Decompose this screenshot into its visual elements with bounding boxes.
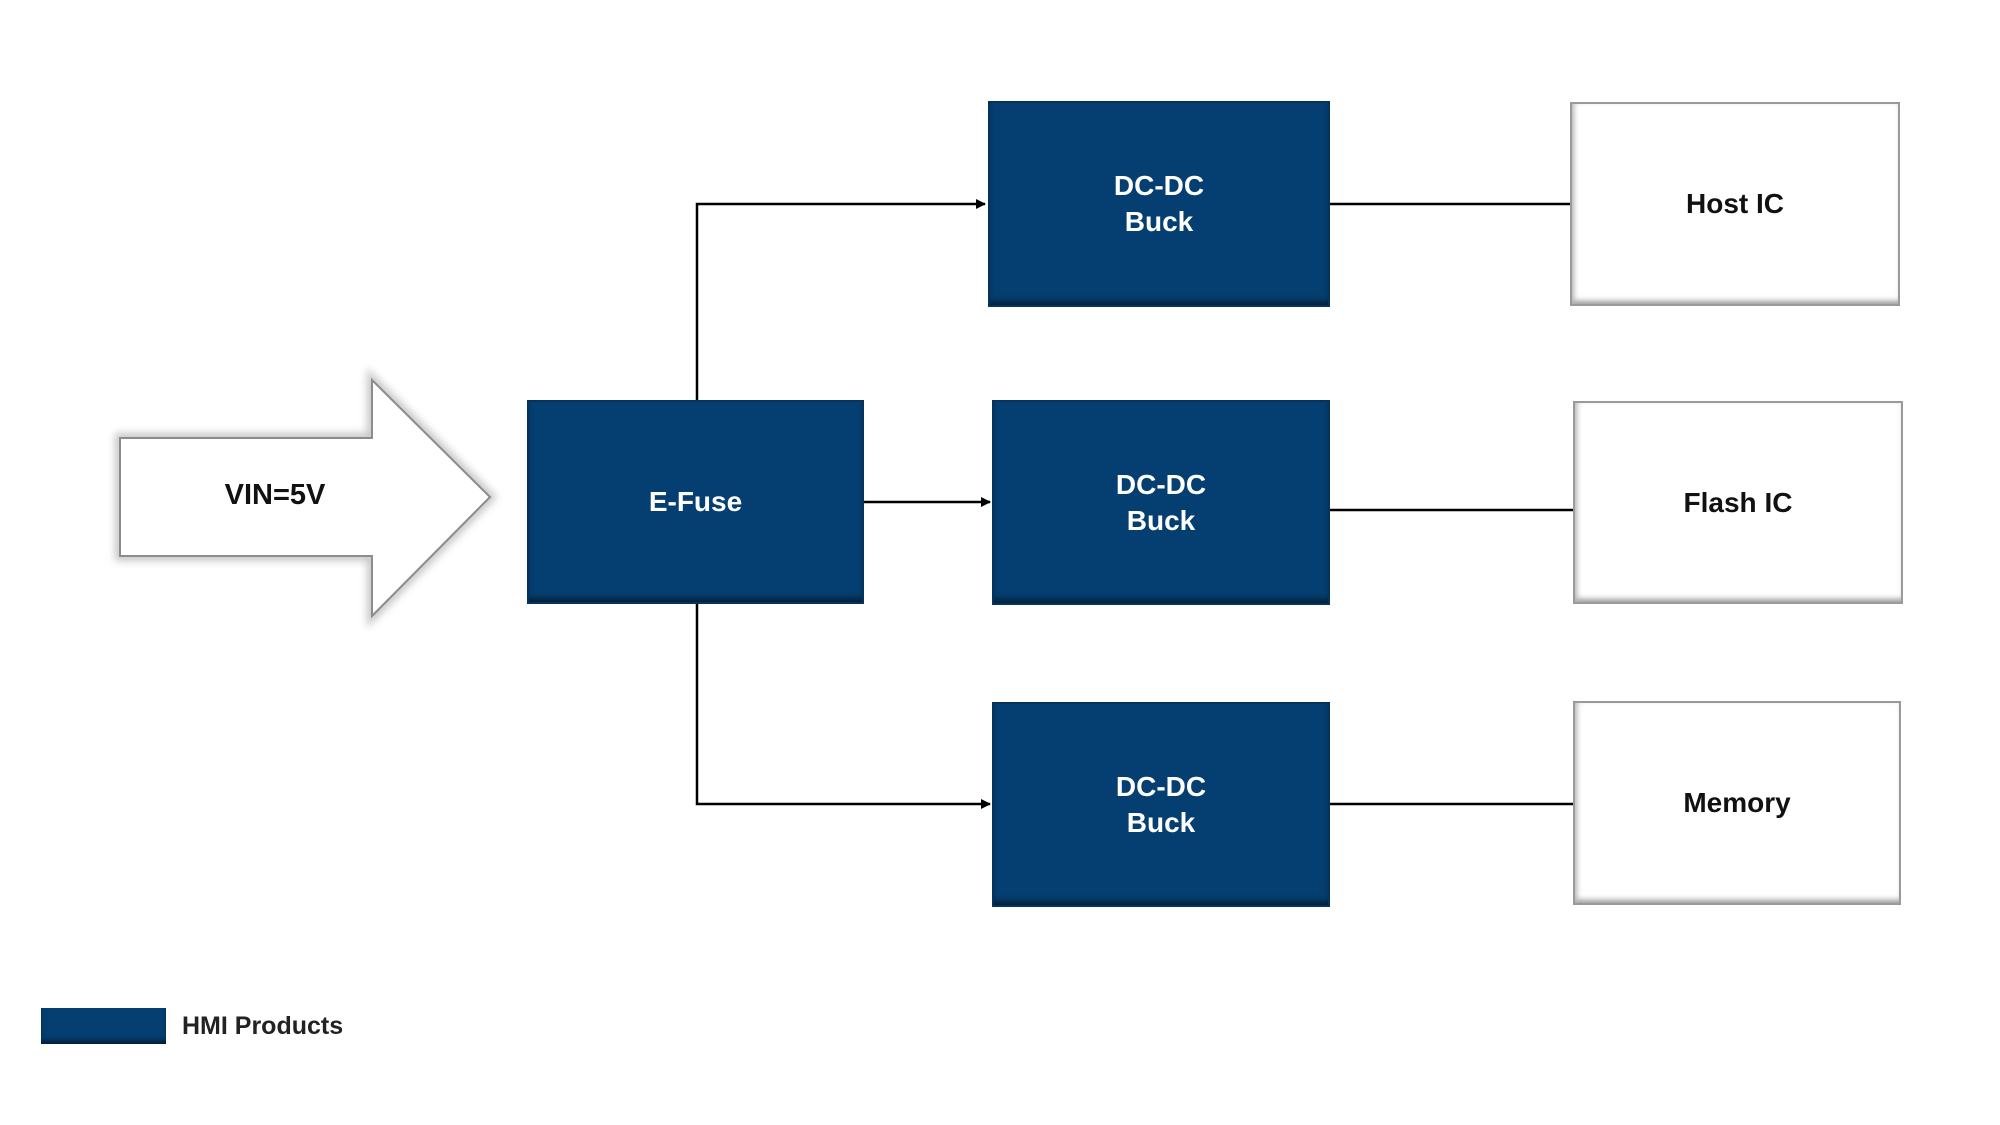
- wire-efuse-to-buck-3: [695, 604, 991, 809]
- host-ic-block: Host IC: [1570, 102, 1900, 306]
- dcdc-buck-label: DC-DC Buck: [1113, 170, 1205, 237]
- wire-efuse-to-buck-1: [695, 199, 986, 400]
- dcdc-buck-block-2: DC-DC Buck: [992, 400, 1330, 605]
- dcdc-buck-label: DC-DC Buck: [1115, 770, 1207, 838]
- efuse-label: E-Fuse: [648, 486, 743, 517]
- host-ic-label: Host IC: [1686, 188, 1784, 219]
- memory-block: Memory: [1573, 701, 1901, 905]
- flash-ic-label: Flash IC: [1683, 486, 1793, 518]
- dcdc-buck-block-1: DC-DC Buck: [988, 101, 1330, 307]
- legend-swatch: [41, 1008, 166, 1044]
- vin-arrow-shape: [115, 368, 498, 629]
- legend-label: HMI Products: [182, 1012, 344, 1040]
- efuse-block: E-Fuse: [527, 400, 864, 604]
- vin-label: VIN=5V: [224, 478, 326, 511]
- flash-ic-block: Flash IC: [1573, 401, 1903, 604]
- memory-label: Memory: [1683, 787, 1791, 818]
- dcdc-buck-block-3: DC-DC Buck: [992, 702, 1330, 907]
- dcdc-buck-label: DC-DC Buck: [1115, 468, 1207, 536]
